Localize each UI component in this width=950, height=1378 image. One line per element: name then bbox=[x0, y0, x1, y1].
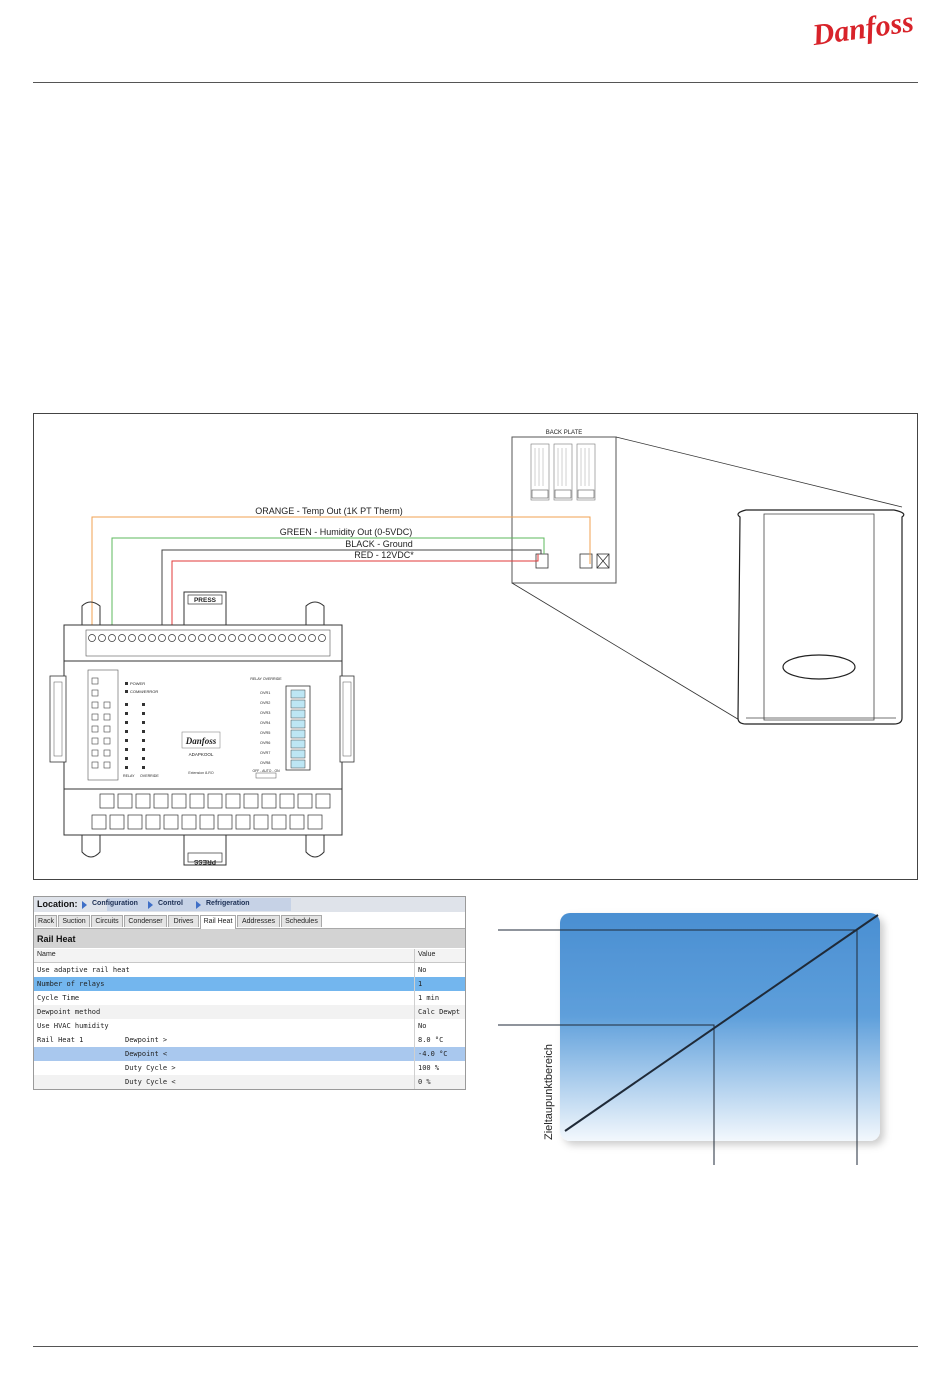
controller-extension-label: Extension 8-RO bbox=[188, 771, 214, 775]
row-value: 1 bbox=[418, 980, 423, 988]
controller-unit: PRESS bbox=[49, 591, 355, 866]
sensor-housing bbox=[737, 509, 905, 725]
table-row[interactable]: Duty Cycle > 100 % bbox=[34, 1061, 465, 1075]
tab-bar: Rack Suction Circuits Condenser Drives R… bbox=[34, 914, 465, 929]
switch-caption: OFF - AUTO - ON bbox=[252, 769, 280, 773]
controller-model: ADAPKOOL bbox=[189, 752, 214, 757]
zoom-line-bottom bbox=[511, 582, 747, 725]
chevron-right-icon bbox=[196, 901, 201, 909]
wire-label-orange: ORANGE - Temp Out (1K PT Therm) bbox=[255, 506, 403, 516]
location-label: Location: bbox=[37, 899, 78, 909]
y-axis-label: Zieltaupunktbereich bbox=[543, 1044, 555, 1140]
row-value: 8.0 °C bbox=[418, 1036, 444, 1044]
tab-circuits[interactable]: Circuits bbox=[91, 915, 123, 927]
header-rule bbox=[33, 82, 918, 83]
tab-addresses[interactable]: Addresses bbox=[237, 915, 280, 927]
table-row[interactable]: Dewpoint method Calc Dewpt bbox=[34, 1005, 465, 1019]
table-row[interactable]: Duty Cycle < 0 % bbox=[34, 1075, 465, 1089]
row-value: No bbox=[418, 966, 427, 974]
wiring-diagram: BACK PLATE bbox=[33, 413, 918, 880]
table-row[interactable]: Use HVAC humidity No bbox=[34, 1019, 465, 1033]
tab-drives[interactable]: Drives bbox=[168, 915, 199, 927]
wiring-diagram-svg: BACK PLATE bbox=[49, 430, 905, 866]
zoom-line-top bbox=[615, 436, 903, 508]
column-name: Name bbox=[37, 951, 56, 958]
ovr-label-2: OVR2 bbox=[260, 701, 270, 705]
relay-override-header: RELAY OVERRIDE bbox=[250, 677, 282, 681]
section-title: Rail Heat bbox=[37, 934, 76, 944]
row-value: 100 % bbox=[418, 1064, 440, 1072]
ovr-label-5: OVR5 bbox=[260, 731, 270, 735]
breadcrumb-control[interactable]: Control bbox=[158, 900, 183, 907]
row-value: -4.0 °C bbox=[418, 1050, 448, 1058]
press-top-label: PRESS bbox=[194, 597, 217, 604]
tab-schedules[interactable]: Schedules bbox=[281, 915, 322, 927]
logo-text: Danfoss bbox=[809, 6, 915, 48]
ovr-label-1: OVR1 bbox=[260, 691, 270, 695]
tab-rack[interactable]: Rack bbox=[35, 915, 57, 927]
back-plate-terminal-blocks bbox=[530, 443, 596, 501]
dewpoint-target-chart: Zieltaupunktbereich bbox=[498, 913, 880, 1165]
ovr-label-8: OVR8 bbox=[260, 761, 270, 765]
section-header: Rail Heat bbox=[34, 929, 465, 948]
row-value: No bbox=[418, 1022, 427, 1030]
ovr-label-7: OVR7 bbox=[260, 751, 270, 755]
chevron-right-icon bbox=[82, 901, 87, 909]
location-bar: Location: Configuration Control Refriger… bbox=[34, 897, 465, 912]
wire-label-black: BLACK - Ground bbox=[345, 539, 413, 549]
danfoss-logo: Danfoss bbox=[809, 6, 915, 48]
wire-red bbox=[171, 554, 539, 627]
controller-brand: Danfoss bbox=[185, 736, 217, 746]
lower-guide-line bbox=[498, 1024, 715, 1165]
ovr-label-4: OVR4 bbox=[260, 721, 270, 725]
table-row[interactable]: Use adaptive rail heat No bbox=[34, 963, 465, 977]
back-plate-label: BACK PLATE bbox=[546, 430, 583, 436]
table-header: Name Value bbox=[34, 949, 465, 963]
row-value: 0 % bbox=[418, 1078, 431, 1086]
wire-green bbox=[111, 537, 545, 627]
press-bottom-label: PRESS bbox=[193, 858, 216, 865]
led-label-comm: COMM/ERROR bbox=[130, 689, 158, 694]
rail-heat-config-panel: Location: Configuration Control Refriger… bbox=[33, 896, 466, 1090]
back-plate bbox=[511, 436, 617, 584]
column-value: Value bbox=[418, 951, 436, 958]
chart-diagonal-line bbox=[564, 914, 879, 1132]
table-row[interactable]: Dewpoint < -4.0 °C bbox=[34, 1047, 465, 1061]
ovr-label-6: OVR6 bbox=[260, 741, 270, 745]
wire-orange bbox=[91, 516, 591, 627]
table-row[interactable]: Cycle Time 1 min bbox=[34, 991, 465, 1005]
wire-label-green: GREEN - Humidity Out (0-5VDC) bbox=[280, 527, 413, 537]
tab-condenser[interactable]: Condenser bbox=[124, 915, 167, 927]
breadcrumb-refrigeration[interactable]: Refrigeration bbox=[206, 900, 250, 907]
footer-rule bbox=[33, 1346, 918, 1347]
tab-rail-heat[interactable]: Rail Heat bbox=[200, 915, 236, 929]
chevron-right-icon bbox=[148, 901, 153, 909]
led-label-power: POWER bbox=[130, 681, 145, 686]
wire-black bbox=[161, 549, 542, 627]
ovr-label-3: OVR3 bbox=[260, 711, 270, 715]
upper-guide-line bbox=[498, 929, 858, 1165]
relay-caption: RELAY bbox=[123, 774, 135, 778]
wire-label-red: RED - 12VDC* bbox=[354, 550, 414, 560]
row-value: Calc Dewpt bbox=[418, 1008, 461, 1016]
tab-suction[interactable]: Suction bbox=[58, 915, 90, 927]
override-caption: OVERRIDE bbox=[140, 774, 159, 778]
table-row[interactable]: Number of relays 1 bbox=[34, 977, 465, 991]
table-row[interactable]: Rail Heat 1 Dewpoint > 8.0 °C bbox=[34, 1033, 465, 1047]
breadcrumb-configuration[interactable]: Configuration bbox=[92, 900, 138, 907]
row-value: 1 min bbox=[418, 994, 440, 1002]
